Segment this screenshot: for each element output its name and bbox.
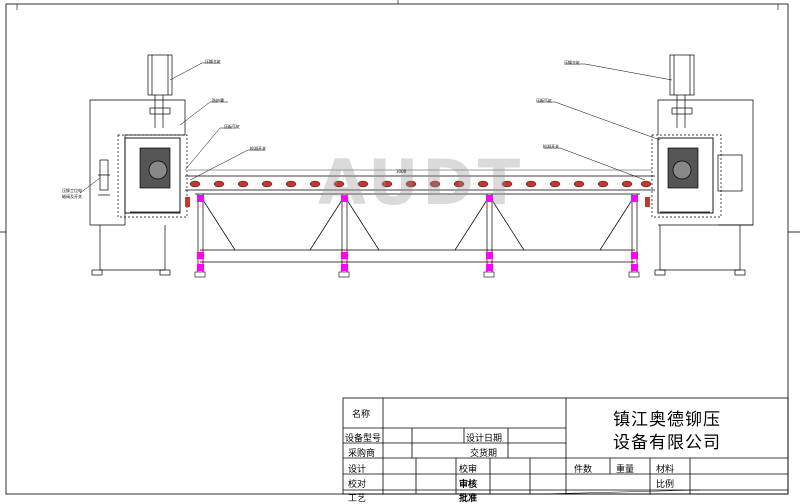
label-name: 名称 bbox=[352, 410, 371, 420]
label-proofread: 校对 bbox=[348, 480, 367, 490]
callout-right-cylinder: 压铆主缸 bbox=[564, 60, 580, 65]
callout-right-valve: 压板气缸 bbox=[536, 98, 552, 103]
label-check: 校审 bbox=[459, 465, 478, 475]
left-press-station bbox=[89, 54, 188, 276]
label-design: 设计 bbox=[348, 465, 367, 475]
callout-left-panel-1: 压铆工位电 bbox=[62, 188, 82, 193]
label-craft: 工艺 bbox=[348, 494, 367, 504]
company-name-line2: 设备有限公司 bbox=[613, 433, 721, 453]
label-approve: 批准 bbox=[459, 494, 478, 504]
rail-clamps bbox=[189, 180, 652, 188]
joint-markers bbox=[185, 195, 650, 271]
company-name-line1: 镇江奥德铆压 bbox=[613, 410, 721, 430]
callout-left-cylinder: 压铆主缸 bbox=[205, 59, 221, 64]
callout-left-valve: 压板气缸 bbox=[224, 124, 240, 129]
title-block bbox=[342, 397, 789, 495]
rail-dimension-label: 3000 bbox=[396, 169, 407, 174]
label-material: 材料 bbox=[656, 465, 675, 475]
label-buyer: 采购商 bbox=[348, 449, 376, 459]
label-pieces: 件数 bbox=[574, 465, 593, 475]
label-model: 设备型号 bbox=[345, 434, 382, 444]
callout-left-sensor: 检测开关 bbox=[250, 146, 266, 151]
leader-lines bbox=[79, 62, 673, 194]
callout-right-sensor: 检测开关 bbox=[543, 144, 559, 149]
callout-left-guard: 防护罩 bbox=[212, 98, 224, 103]
callout-left-panel-2: 磁阀及开关 bbox=[62, 194, 82, 199]
label-scale: 比例 bbox=[656, 480, 675, 490]
watermark-text: AUDT bbox=[318, 146, 525, 219]
transfer-rail bbox=[185, 169, 655, 272]
label-review: 审核 bbox=[459, 480, 478, 490]
label-weight: 重量 bbox=[616, 465, 635, 475]
label-delivery: 交货期 bbox=[470, 449, 498, 459]
label-design-date: 设计日期 bbox=[466, 434, 503, 444]
right-press-station bbox=[651, 54, 754, 276]
support-feet bbox=[194, 271, 640, 278]
